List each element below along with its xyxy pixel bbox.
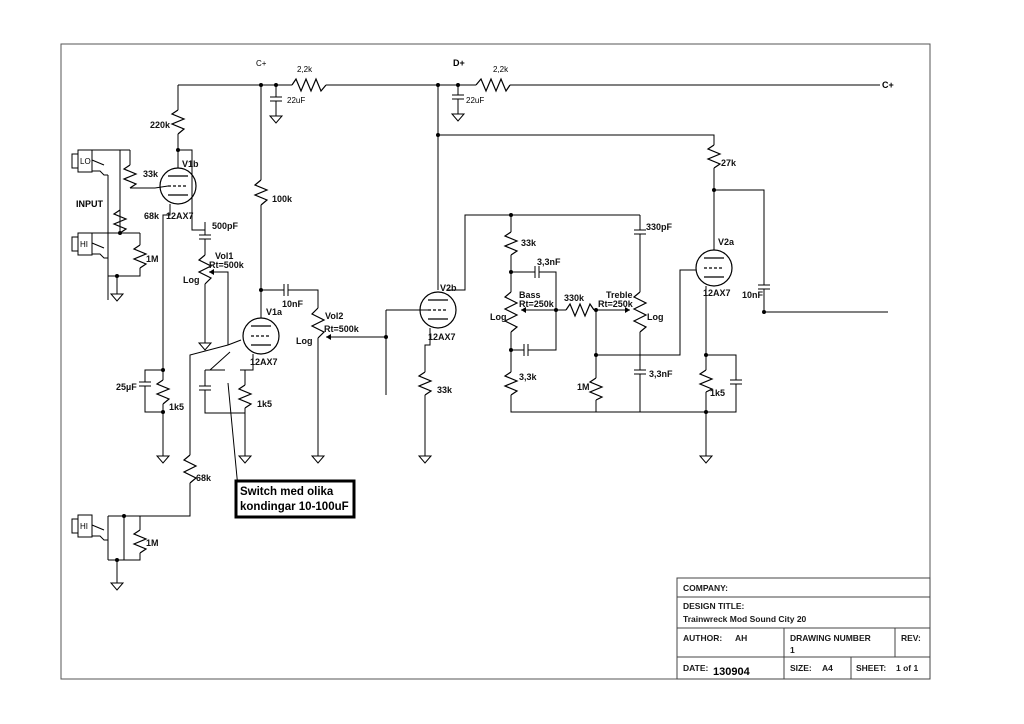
- vol1-name: Vol1: [215, 251, 233, 261]
- input-section: [71, 149, 155, 302]
- tone-stack: [503, 213, 706, 413]
- label-10nf-a: 10nF: [282, 299, 304, 309]
- size-value: A4: [822, 663, 833, 673]
- tube-v1a-type: 12AX7: [250, 357, 278, 367]
- tube-v1b-type: 12AX7: [166, 211, 194, 221]
- size-label: SIZE:: [790, 663, 812, 673]
- rev-label: REV:: [901, 633, 921, 643]
- label-25uf: 25µF: [116, 382, 137, 392]
- company-label: COMPANY:: [683, 583, 728, 593]
- bass-name: Bass: [519, 290, 541, 300]
- label-330k: 330k: [564, 293, 585, 303]
- label-22uf-b: 22uF: [466, 96, 484, 105]
- tube-v2a: [438, 134, 888, 464]
- label-10nf-out: 10nF: [742, 290, 764, 300]
- tube-v2b: [417, 85, 640, 464]
- node-c-plus-right: C+: [882, 80, 894, 90]
- cathode-switch: [199, 351, 245, 489]
- label-1k5-a: 1k5: [169, 402, 184, 412]
- label-3n3-b: 3,3nF: [649, 369, 673, 379]
- treble-name: Treble: [606, 290, 633, 300]
- label-330pf: 330pF: [646, 222, 673, 232]
- label-jack-hi2: HI: [80, 522, 88, 531]
- vol2-value: Rt=500k: [324, 324, 360, 334]
- tube-v2b-type: 12AX7: [428, 332, 456, 342]
- label-100k: 100k: [272, 194, 293, 204]
- label-3n3-a: 3,3nF: [537, 257, 561, 267]
- date-value: 130904: [713, 666, 751, 678]
- tube-v2a-name: V2a: [718, 237, 735, 247]
- drawing-border: [60, 43, 931, 680]
- sheet-label: SHEET:: [856, 663, 886, 673]
- date-label: DATE:: [683, 663, 709, 673]
- bass-value: Rt=250k: [519, 299, 555, 309]
- treble-taper: Log: [647, 312, 664, 322]
- title-block: [676, 577, 931, 680]
- vol2-name: Vol2: [325, 311, 343, 321]
- design-title: Trainwreck Mod Sound City 20: [683, 614, 807, 624]
- author-value: AH: [735, 633, 747, 643]
- label-jack-lo: LO: [80, 157, 91, 166]
- tube-v1b-name: V1b: [182, 159, 199, 169]
- label-1m-in: 1M: [146, 254, 159, 264]
- v1b-cathode: [139, 368, 171, 464]
- vol1-pot: [197, 222, 229, 351]
- label-1k5-c: 1k5: [710, 388, 725, 398]
- vol2-taper: Log: [296, 336, 313, 346]
- label-3k3: 3,3k: [519, 372, 538, 382]
- label-jack-hi: HI: [80, 240, 88, 249]
- tube-v1a: [227, 85, 319, 464]
- label-68k-b: 68k: [196, 473, 212, 483]
- drawing-number-label: DRAWING NUMBER: [790, 633, 871, 643]
- annotation-line1: Switch med olika: [240, 486, 334, 498]
- label-68k-in: 68k: [144, 211, 160, 221]
- label-1m-tone: 1M: [577, 382, 590, 392]
- label-input: INPUT: [76, 199, 104, 209]
- label-500pf: 500pF: [212, 221, 239, 231]
- tube-v2b-name: V2b: [440, 283, 457, 293]
- label-22uf-a: 22uF: [287, 96, 305, 105]
- vol2-pot: [310, 307, 418, 464]
- annotation-line2: kondingar 10-100uF: [240, 501, 349, 513]
- label-1m-b: 1M: [146, 538, 159, 548]
- label-1k5-b: 1k5: [257, 399, 272, 409]
- node-d-plus: D+: [453, 58, 465, 68]
- treble-value: Rt=250k: [598, 299, 634, 309]
- second-input: [71, 344, 229, 591]
- label-2k2-a: 2,2k: [297, 65, 313, 74]
- vol1-taper: Log: [183, 275, 200, 285]
- label-33k-in: 33k: [143, 169, 159, 179]
- label-33k-v2b: 33k: [437, 385, 453, 395]
- power-rail: [178, 77, 880, 124]
- label-33k-tone: 33k: [521, 238, 537, 248]
- label-220k: 220k: [150, 120, 171, 130]
- node-c-plus-top: C+: [256, 59, 267, 68]
- drawing-number-value: 1: [790, 645, 795, 655]
- bass-taper: Log: [490, 312, 507, 322]
- tube-v2a-type: 12AX7: [703, 288, 731, 298]
- author-label: AUTHOR:: [683, 633, 722, 643]
- tube-v1b: [154, 85, 205, 370]
- tube-v1a-name: V1a: [266, 307, 283, 317]
- label-27k: 27k: [721, 158, 737, 168]
- vol1-value: Rt=500k: [209, 260, 245, 270]
- sheet-value: 1 of 1: [896, 663, 918, 673]
- label-2k2-b: 2,2k: [493, 65, 509, 74]
- annotation-box: [234, 479, 356, 519]
- design-title-label: DESIGN TITLE:: [683, 601, 745, 611]
